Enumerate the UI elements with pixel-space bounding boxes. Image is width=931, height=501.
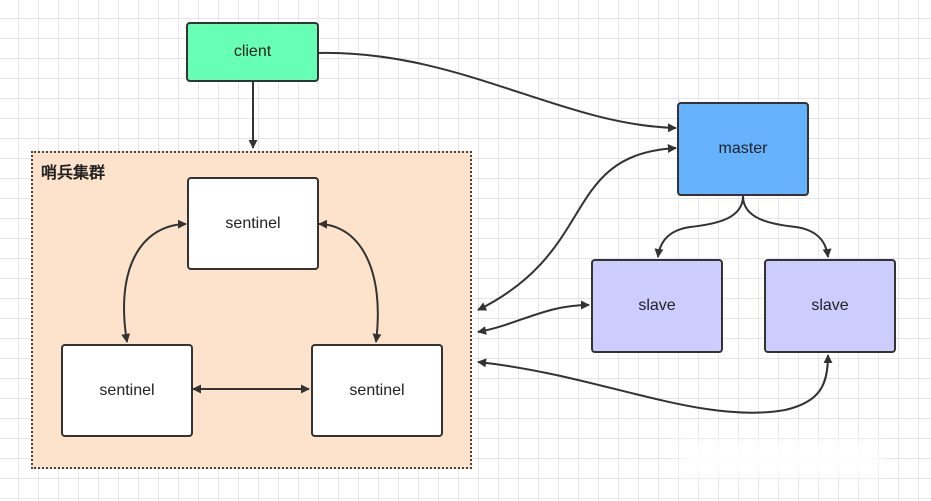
edge-cluster-master — [477, 144, 677, 311]
sentinel-node-right: sentinel — [311, 344, 443, 437]
client-label: client — [233, 43, 272, 60]
watermark-blur — [680, 440, 880, 476]
sentinel-top-label: sentinel — [225, 214, 281, 232]
slave-node-1: slave — [591, 259, 723, 353]
sentinel-left-label: sentinel — [99, 381, 155, 399]
slave-2-label: slave — [811, 297, 849, 314]
sentinel-node-left: sentinel — [61, 344, 193, 437]
sentinel-node-top: sentinel — [187, 177, 319, 270]
edge-sentinel-top-left — [121, 219, 187, 343]
edge-sentinel-top-right — [318, 219, 382, 343]
sentinel-cluster-title: 哨兵集群 — [41, 163, 106, 182]
client-node: client — [186, 22, 319, 82]
sentinel-right-label: sentinel — [349, 381, 405, 399]
edge-master-to-slave1 — [654, 195, 744, 258]
slave-node-2: slave — [764, 259, 896, 353]
master-node: master — [677, 102, 809, 196]
slave-1-label: slave — [638, 297, 676, 314]
edge-cluster-slave2 — [477, 354, 833, 414]
edge-cluster-slave1 — [477, 300, 590, 335]
edge-client-to-master — [317, 51, 677, 133]
master-label: master — [718, 140, 768, 157]
edge-master-to-slave2 — [742, 195, 832, 258]
